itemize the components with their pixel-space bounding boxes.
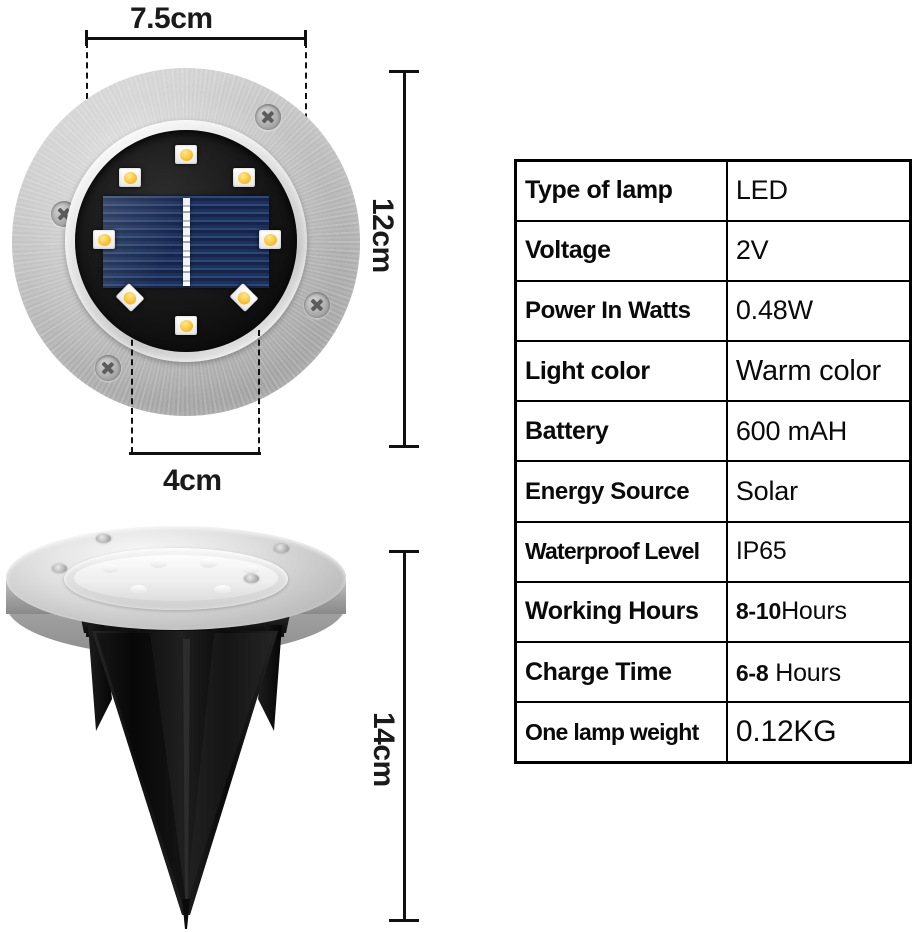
spec-value: Warm color	[725, 340, 912, 403]
table-row: Type of lamp LED	[514, 159, 912, 222]
spec-key: Type of lamp	[514, 159, 728, 222]
led-chip-ne	[233, 168, 255, 187]
dimension-cap-top-total-height	[389, 550, 419, 553]
solar-panel	[103, 196, 269, 288]
table-row: Battery 600 mAH	[514, 400, 912, 463]
spec-key: Voltage	[514, 219, 728, 282]
ground-stake-svg	[78, 605, 292, 929]
solar-glare	[103, 196, 269, 288]
extension-line-right-inner-width	[258, 330, 260, 453]
dimension-line-width-top	[85, 37, 307, 40]
spec-value-unit: Hours	[781, 597, 847, 626]
table-row: Charge Time 6-8 Hours	[514, 640, 912, 704]
dimension-label-width-top: 7.5cm	[130, 2, 213, 35]
spec-key: Battery	[514, 400, 728, 463]
spec-value-range: 8-10	[735, 598, 782, 625]
dimension-label-diameter: 12cm	[366, 198, 399, 273]
led-chip-e	[259, 230, 281, 249]
table-row: Power In Watts 0.48W	[514, 279, 912, 343]
side-led-3	[200, 559, 217, 568]
spec-value: 0.12KG	[725, 701, 912, 764]
side-led-4	[242, 565, 259, 574]
housing-top-surface	[6, 526, 346, 630]
side-led-1	[102, 564, 119, 573]
spec-value: IP65	[725, 520, 912, 583]
spec-value: LED	[725, 159, 912, 222]
specification-table-body: Type of lamp LED Voltage 2V Power In Wat…	[514, 159, 912, 764]
spec-key: Light color	[514, 340, 728, 403]
spec-value: 8-10Hours	[725, 580, 912, 644]
led-chip-n	[175, 145, 197, 164]
dimension-line-inner-width	[129, 452, 261, 455]
table-row: Light color Warm color	[514, 340, 912, 403]
side-screw-left	[52, 564, 67, 573]
specification-table: Type of lamp LED Voltage 2V Power In Wat…	[514, 159, 912, 764]
table-row: Voltage 2V	[514, 219, 912, 282]
side-screw-right	[274, 544, 289, 553]
lamp-side-view	[0, 508, 370, 929]
side-led-5	[130, 585, 147, 594]
spec-value: 2V	[725, 219, 912, 282]
housing-screw-bottom	[95, 355, 121, 381]
led-chip-w	[93, 230, 115, 249]
table-row: Working Hours 8-10Hours	[514, 580, 912, 644]
table-row: Waterproof Level IP65	[514, 520, 912, 583]
table-row: One lamp weight 0.12KG	[514, 701, 912, 764]
led-chip-s	[175, 316, 197, 335]
solar-busbar	[182, 198, 190, 286]
dimension-label-inner-width: 4cm	[163, 464, 222, 497]
spec-value-range: 6-8	[735, 659, 769, 686]
housing-screw-right	[304, 292, 330, 318]
spec-key: One lamp weight	[514, 701, 728, 764]
dimension-label-total-height: 14cm	[367, 712, 400, 787]
dimension-cap-left-width-top	[85, 30, 88, 46]
ground-stake	[0, 603, 370, 932]
side-led-2	[150, 559, 167, 568]
dimension-line-diameter	[403, 70, 406, 448]
spec-value: 600 mAH	[725, 400, 912, 463]
dimension-cap-right-width-top	[304, 30, 307, 46]
spec-value: Solar	[725, 460, 912, 523]
spec-value-unit: Hours	[768, 658, 841, 687]
dimension-cap-top-diameter	[389, 70, 419, 73]
lamp-top-view	[8, 62, 368, 422]
housing-screw-top-right	[255, 104, 281, 130]
led-chip-nw	[119, 168, 141, 187]
lamp-face-plate	[75, 130, 297, 352]
dimension-cap-bottom-diameter	[389, 445, 419, 448]
side-screw-bottom	[244, 574, 259, 583]
spec-key: Waterproof Level	[514, 520, 728, 583]
spec-value: 0.48W	[725, 279, 912, 343]
spec-value: 6-8 Hours	[725, 640, 912, 704]
side-led-6	[214, 585, 231, 594]
dimension-cap-bottom-total-height	[389, 919, 419, 922]
table-row: Energy Source Solar	[514, 460, 912, 523]
side-screw-top	[96, 534, 111, 543]
spec-key: Working Hours	[514, 580, 728, 644]
extension-line-left-inner-width	[131, 330, 133, 453]
spec-key: Power In Watts	[514, 279, 728, 343]
inner-bezel-ring	[65, 120, 307, 362]
spec-key: Energy Source	[514, 460, 728, 523]
dimension-line-total-height	[403, 550, 406, 922]
spec-key: Charge Time	[514, 640, 728, 704]
